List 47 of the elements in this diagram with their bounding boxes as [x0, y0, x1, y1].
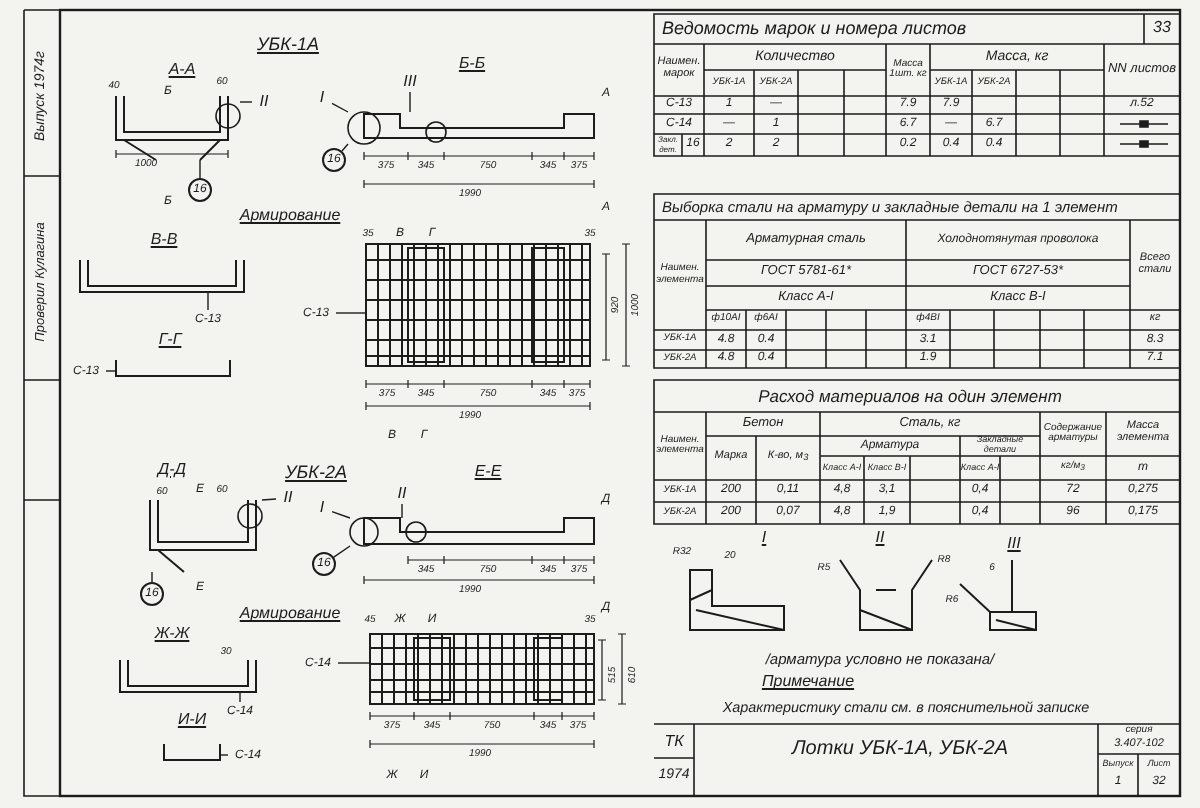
leader-line	[151, 571, 153, 583]
table-title: Ведомость марок и номера листов	[662, 15, 969, 42]
section-drawing	[115, 95, 241, 161]
leader-line	[401, 503, 403, 519]
view-title: В-В	[148, 230, 180, 250]
view-title: А-А	[166, 60, 198, 80]
detail-title: I	[759, 528, 769, 548]
view-title: Ж-Ж	[152, 624, 192, 644]
plan-drawing	[369, 633, 595, 705]
leader-line	[409, 91, 411, 113]
leader-line	[219, 754, 229, 756]
leader-line	[335, 312, 367, 314]
leader-line	[341, 143, 349, 152]
view-title: И-И	[175, 710, 209, 730]
leader-line	[207, 291, 209, 311]
leader-line	[261, 498, 277, 501]
detail-title: III	[1005, 534, 1023, 554]
section-drawing	[163, 743, 221, 761]
view-title: УБК-1А	[255, 34, 321, 56]
leader-line	[105, 370, 117, 372]
section-drawing	[115, 359, 231, 377]
sheet-number: 33	[1151, 16, 1173, 41]
section-drawing	[349, 517, 595, 547]
view-title: Е-Е	[472, 462, 504, 482]
table-title: Расход материалов на один элемент	[756, 383, 1064, 410]
leader-line	[239, 691, 241, 703]
section-drawing	[79, 259, 245, 293]
drawing-title: Лотки УБК-1А, УБК-2А	[789, 735, 1011, 764]
leader-line	[199, 159, 201, 179]
leader-line	[337, 662, 371, 664]
view-title: УБК-2А	[283, 462, 349, 484]
view-title: Г-Г	[156, 330, 185, 350]
view-title: Д-Д	[154, 460, 188, 480]
note-text: Примечание	[759, 672, 857, 694]
leader-line	[239, 101, 253, 103]
section-drawing	[347, 111, 595, 145]
leader-line	[331, 102, 349, 113]
leader-line	[331, 510, 351, 519]
leader-line	[333, 545, 351, 558]
section-drawing	[119, 659, 257, 693]
detail-title: II	[873, 528, 887, 548]
plan-drawing	[365, 243, 591, 367]
view-title: Армирование	[237, 206, 343, 228]
view-title: Б-Б	[456, 54, 488, 74]
title-block-text: ТК	[662, 730, 686, 755]
view-title: Армирование	[237, 604, 343, 626]
section-drawing	[149, 499, 263, 573]
